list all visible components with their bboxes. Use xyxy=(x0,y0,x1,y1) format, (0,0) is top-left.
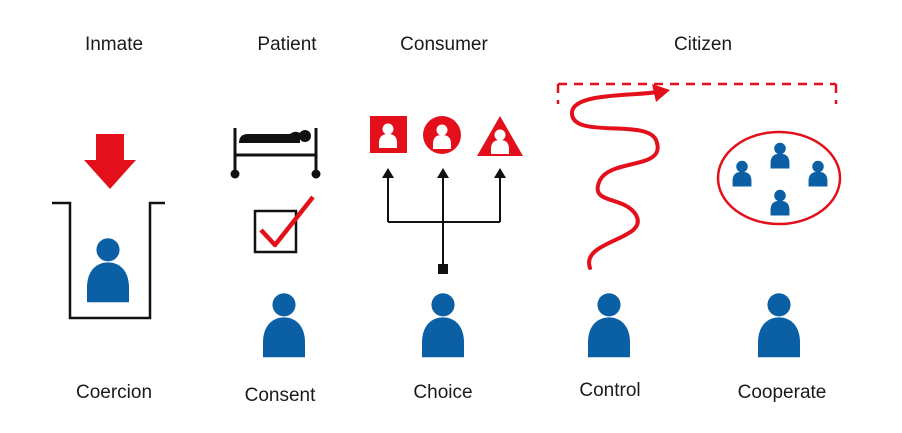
mode-cooperate: Cooperate xyxy=(738,382,827,403)
person-patient-icon xyxy=(263,293,305,358)
hospital-bed-icon xyxy=(230,128,321,179)
mode-consent: Consent xyxy=(245,385,316,406)
down-arrow-icon xyxy=(84,134,136,189)
choice-arrowheads xyxy=(382,168,506,274)
category-consumer: Consumer xyxy=(400,34,488,55)
checkbox-checked-icon xyxy=(253,195,315,254)
person-citizen-control-icon xyxy=(588,293,630,358)
option-shapes-icon xyxy=(370,116,523,156)
category-inmate: Inmate xyxy=(85,34,143,55)
group-circle-icon xyxy=(716,130,842,226)
category-patient: Patient xyxy=(257,34,317,55)
citizen-bracket xyxy=(556,82,838,104)
person-consumer-icon xyxy=(422,293,464,358)
person-inmate-icon xyxy=(87,238,129,303)
category-citizen: Citizen xyxy=(674,34,732,55)
mode-coercion: Coercion xyxy=(76,382,152,403)
winding-path-arrow-icon xyxy=(569,84,670,270)
choice-branches xyxy=(387,176,501,267)
person-citizen-cooperate-icon xyxy=(758,293,800,358)
mode-control: Control xyxy=(579,380,640,401)
mode-choice: Choice xyxy=(413,382,472,403)
container-box xyxy=(52,201,165,320)
